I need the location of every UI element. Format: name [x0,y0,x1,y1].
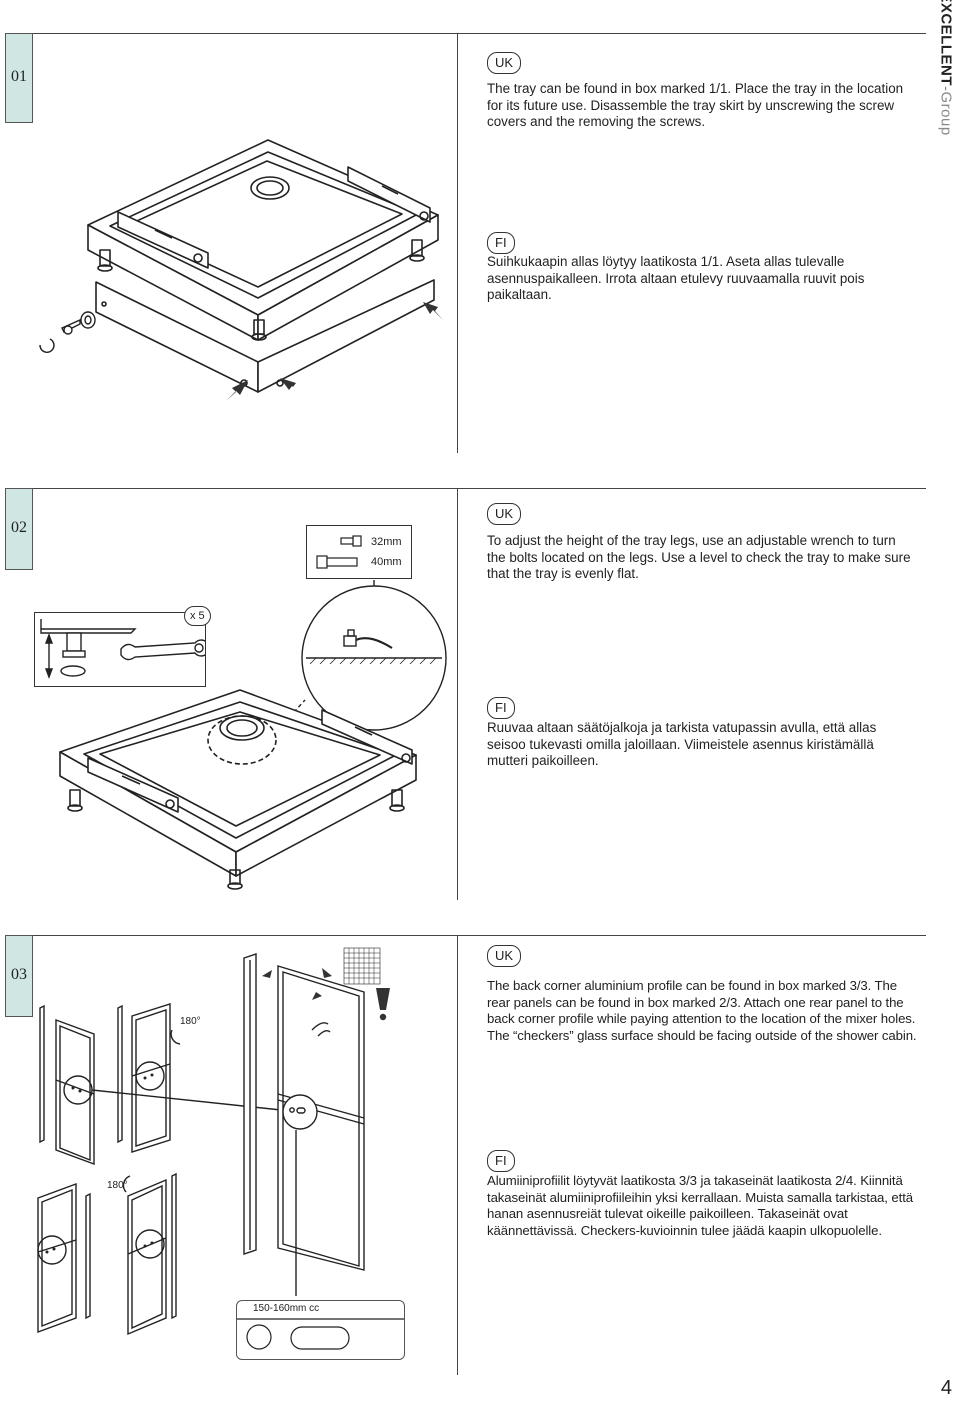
wrench-detail-box [34,612,206,687]
step-03-panel-rotation-illustration [37,1003,301,1336]
rotation-label-a: 180° [180,1016,201,1027]
step-01-top-rule [5,33,926,34]
step-02-divider [457,488,458,900]
bolt-size-40: 40mm [371,556,402,568]
step-02-uk-badge: UK [487,503,522,525]
bolt-size-box: 32mm 40mm [306,525,412,579]
step-01-number: 01 [11,68,27,85]
step-03-uk-badge: UK [487,945,522,967]
step-02-fi-text: Ruuvaa altaan säätöjalkoja ja tarkista v… [487,720,877,768]
step-03-tab: 03 [5,935,33,1017]
arrow-icon [226,302,443,401]
brand-name: EXCELLENT [937,0,955,86]
step-02-tab: 02 [5,488,33,570]
step-03-rear-panel-illustration [243,947,390,1296]
rotation-label-b: 180° [107,1180,128,1191]
step-01-fi-badge: FI [487,232,515,254]
brand-logo: EXCELLENT-Group [932,0,960,136]
hole-spacing-label: 150-160mm cc [253,1303,320,1314]
step-01-tray-illustration [39,139,443,401]
warning-icon [376,988,390,1021]
arrow-icon [262,968,332,1000]
wrench-icon [40,619,205,679]
brand-suffix: -Group [937,86,955,136]
step-03-fi-text: Alumiiniprofiilit löytyvät laatikosta 3/… [487,1173,914,1238]
hole-spacing-detail: 150-160mm cc [236,1300,405,1360]
step-03-fi-badge: FI [487,1150,515,1172]
step-02-uk-text: To adjust the height of the tray legs, u… [487,533,911,581]
screw-icon [39,311,96,353]
bolt-size-32: 32mm [371,536,402,548]
step-02-number: 02 [11,519,27,536]
step-03-top-rule [5,935,926,936]
step-02-tray-illustration [59,689,417,890]
bolt-icon [316,535,362,569]
step-03-number: 03 [11,966,27,983]
mixer-holes-icon [237,1318,404,1350]
step-02-top-rule [5,488,926,489]
quantity-badge: x 5 [184,606,211,626]
step-01-fi-text: Suihkukaapin allas löytyy laatikosta 1/1… [487,254,865,302]
step-01-divider [457,33,458,453]
step-01-tab: 01 [5,33,33,123]
step-02-fi-badge: FI [487,697,515,719]
step-01-uk-text: The tray can be found in box marked 1/1.… [487,81,904,129]
step-03-uk-text: The back corner aluminium profile can be… [487,978,917,1043]
step-01-uk-badge: UK [487,52,522,74]
step-03-divider [457,935,458,1375]
level-detail [269,580,447,739]
page-number: 4 [940,1377,952,1399]
